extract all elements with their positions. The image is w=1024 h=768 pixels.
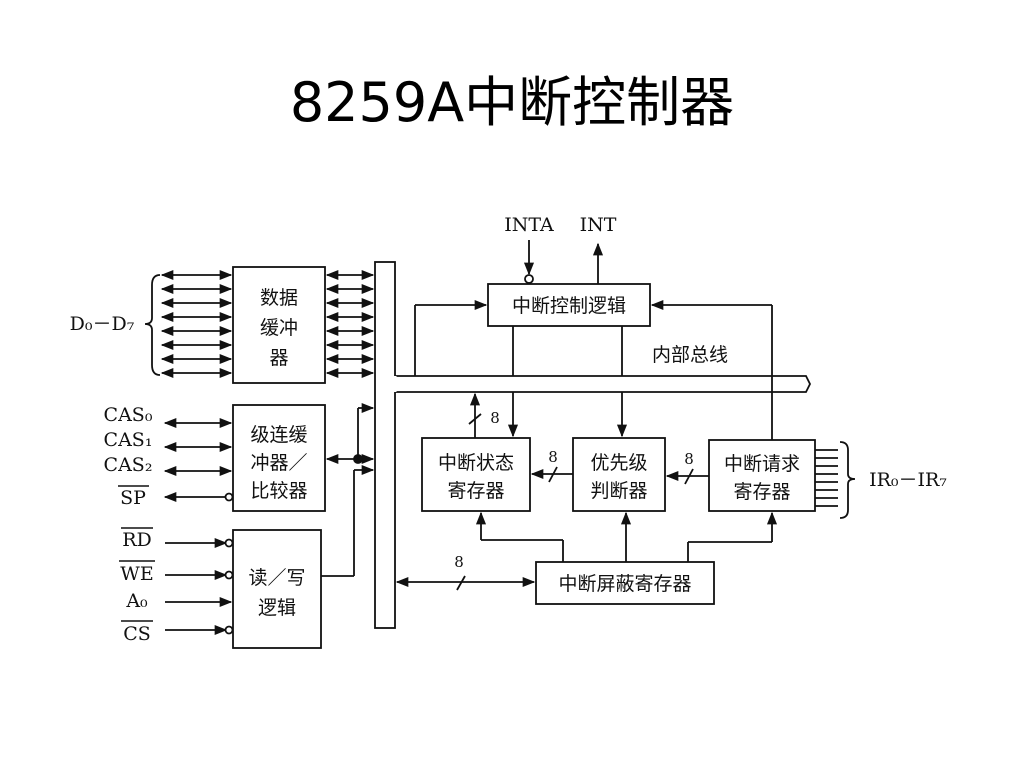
cascade-buffer-line3: 比较器 bbox=[250, 480, 307, 502]
block-labels: 数据 缓冲 器 级连缓 冲器／ 比较器 读／写 逻辑 中断控制逻辑 中断状态 寄… bbox=[248, 287, 800, 619]
priority-line1: 优先级 bbox=[590, 452, 647, 474]
isr-priority-width: 8 bbox=[548, 448, 558, 466]
system-bus bbox=[374, 261, 396, 629]
irr-line1: 中断请求 bbox=[724, 453, 800, 475]
ir-label: IR₀－IR₇ bbox=[869, 469, 947, 491]
irr-line2: 寄存器 bbox=[733, 481, 790, 503]
control-logic-block bbox=[487, 283, 651, 327]
imr-block bbox=[535, 561, 715, 605]
data-brace bbox=[144, 274, 161, 376]
data-buffer-line3: 器 bbox=[269, 347, 288, 369]
isr-block bbox=[421, 437, 531, 512]
cascade-buffer-line2: 冲器／ bbox=[250, 452, 307, 474]
rw-logic-line2: 逻辑 bbox=[258, 597, 296, 619]
imr-bus-width: 8 bbox=[454, 553, 464, 571]
slide-title: 8259A中断控制器 bbox=[289, 71, 735, 134]
data-lines bbox=[160, 269, 375, 379]
inta-label: INTA bbox=[504, 214, 554, 236]
irr-priority-width: 8 bbox=[684, 450, 694, 468]
isr-bus-width: 8 bbox=[490, 409, 500, 427]
rd-label: RD bbox=[122, 529, 152, 551]
cas1-label: CAS₁ bbox=[104, 429, 153, 451]
internal-bus bbox=[395, 375, 812, 393]
a0-label: A₀ bbox=[125, 590, 148, 612]
sp-label: SP bbox=[120, 487, 146, 509]
internal-bus-label: 内部总线 bbox=[652, 344, 728, 366]
data-buffer-line2: 缓冲 bbox=[260, 317, 298, 339]
cascade-buffer-block bbox=[232, 404, 326, 512]
we-label: WE bbox=[120, 563, 153, 585]
rw-logic-line1: 读／写 bbox=[248, 567, 305, 589]
priority-block bbox=[572, 437, 666, 512]
data-buffer-block bbox=[232, 266, 326, 384]
cascade-buffer-line1: 级连缓 bbox=[250, 424, 307, 446]
ir-lines bbox=[815, 449, 838, 507]
imr-label: 中断屏蔽寄存器 bbox=[558, 573, 691, 595]
cas0-label: CAS₀ bbox=[104, 404, 153, 426]
data-buffer-line1: 数据 bbox=[260, 287, 298, 309]
int-label: INT bbox=[580, 214, 617, 236]
cs-label: CS bbox=[123, 623, 151, 645]
cas2-label: CAS₂ bbox=[104, 454, 153, 476]
data-bus-label: D₀－D₇ bbox=[70, 313, 135, 335]
irr-block bbox=[708, 439, 816, 512]
signal-labels: INTA INT D₀－D₇ IR₀－IR₇ CAS₀ CAS₁ CAS₂ SP… bbox=[70, 214, 948, 645]
control-logic-label: 中断控制逻辑 bbox=[512, 295, 626, 317]
isr-line2: 寄存器 bbox=[447, 480, 504, 502]
rw-logic-block bbox=[232, 529, 322, 649]
isr-line1: 中断状态 bbox=[438, 452, 514, 474]
priority-line2: 判断器 bbox=[590, 480, 647, 502]
ir-brace bbox=[839, 441, 856, 519]
